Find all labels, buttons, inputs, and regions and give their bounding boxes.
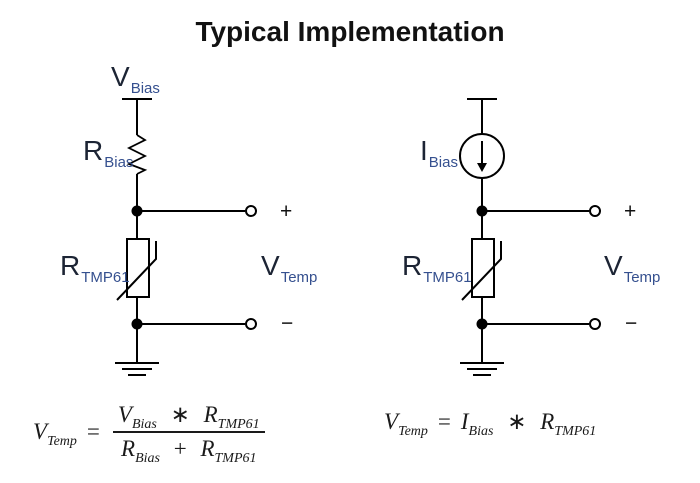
- vbias-label: VBias: [111, 61, 160, 97]
- rbias-label: RBias: [83, 135, 133, 171]
- formula-right-rhs: IBias ∗ RTMP61: [460, 409, 597, 439]
- terminal-circle-minus: [589, 318, 601, 330]
- minus-sign-right: −: [625, 312, 638, 335]
- plus-sign-left: +: [280, 200, 293, 223]
- multiply-operator: ∗: [170, 402, 190, 427]
- vtemp-right-label-sub: Temp: [623, 269, 661, 286]
- ground-icon: [460, 362, 504, 376]
- resistor-zigzag-icon: [126, 134, 148, 175]
- fraction: VBias ∗ RTMP61 RBias + RTMP61: [110, 402, 268, 466]
- thermistor-diagonal-icon: [116, 241, 157, 301]
- vbias-label-sub: Bias: [130, 80, 160, 97]
- rbias-label-sub: Bias: [104, 154, 134, 171]
- terminal-circle-plus: [589, 205, 601, 217]
- plus-operator: +: [173, 436, 187, 461]
- terminal-circle-plus: [245, 205, 257, 217]
- formula-right-lhs: VTemp: [384, 409, 428, 439]
- vbias-label-main: V: [111, 61, 130, 92]
- rtmp61-right-label-main: R: [402, 250, 423, 281]
- ibias-label: IBias: [420, 135, 458, 171]
- vtemp-left-label-main: V: [261, 250, 280, 281]
- rbias-label-main: R: [83, 135, 104, 166]
- current-source-icon: [459, 133, 505, 179]
- formula-voltage-divider: VTemp = VBias ∗ RTMP61 RBias + RTMP61: [33, 402, 268, 466]
- thermistor-body: [471, 238, 495, 298]
- multiply-operator: ∗: [507, 409, 527, 434]
- minus-sign-left: −: [281, 312, 294, 335]
- formula-current-source: VTemp = IBias ∗ RTMP61: [384, 409, 597, 439]
- fraction-numerator: VBias ∗ RTMP61: [117, 402, 260, 432]
- formula-left-lhs: VTemp: [33, 419, 77, 449]
- vtemp-right-label: VTemp: [604, 250, 660, 286]
- terminal-circle-minus: [245, 318, 257, 330]
- right-circuit-diagram: [459, 98, 601, 376]
- rtmp61-left-label-sub: TMP61: [81, 269, 130, 286]
- equals-sign: =: [437, 409, 451, 434]
- left-circuit-diagram: [115, 98, 257, 376]
- rtmp61-right-label-sub: TMP61: [423, 269, 472, 286]
- fraction-denominator: RBias + RTMP61: [113, 431, 265, 466]
- thermistor-diagonal-icon: [461, 241, 502, 301]
- rtmp61-left-label-main: R: [60, 250, 81, 281]
- vtemp-right-label-main: V: [604, 250, 623, 281]
- vtemp-left-label-sub: Temp: [280, 269, 318, 286]
- rtmp61-right-label: RTMP61: [402, 250, 472, 286]
- ibias-label-main: I: [420, 135, 428, 166]
- vtemp-left-label: VTemp: [261, 250, 317, 286]
- rtmp61-left-label: RTMP61: [60, 250, 130, 286]
- ground-icon: [115, 362, 159, 376]
- ibias-label-sub: Bias: [428, 154, 458, 171]
- plus-sign-right: +: [624, 200, 637, 223]
- figure-title: Typical Implementation: [195, 16, 505, 47]
- equals-sign: =: [86, 419, 100, 444]
- thermistor-body: [126, 238, 150, 298]
